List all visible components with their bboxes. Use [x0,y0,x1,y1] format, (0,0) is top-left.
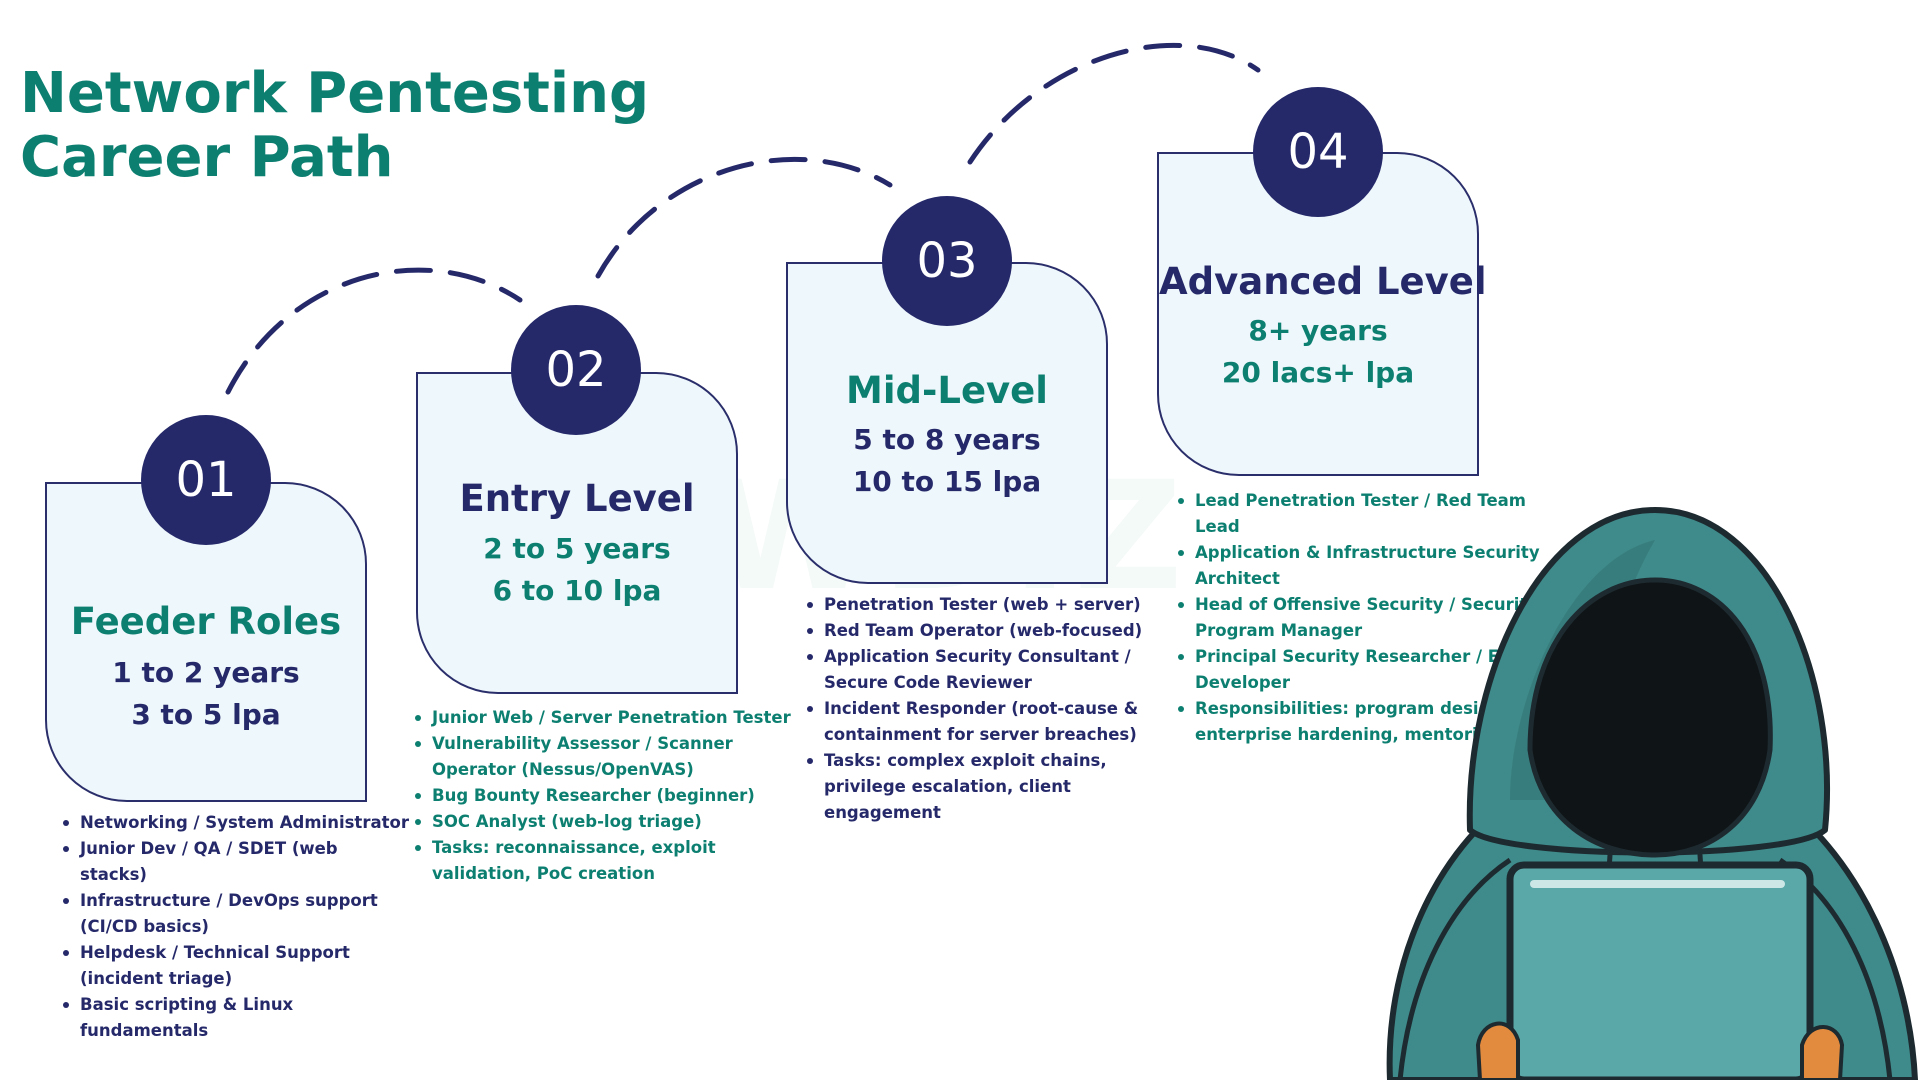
stage-title: Mid-Level [846,369,1048,412]
stage-title: Advanced Level [1159,260,1487,303]
stage-roles-01: Networking / System Administrator Junior… [60,810,410,1044]
role-item: Bug Bounty Researcher (beginner) [415,783,792,809]
stage-salary: 3 to 5 lpa [131,698,281,731]
stage-details: 1 to 2 years 3 to 5 lpa [47,652,365,736]
stage-details: 2 to 5 years 6 to 10 lpa [418,528,736,612]
hand-right [1800,1025,1845,1080]
stage-badge-03: 03 [882,196,1012,326]
stage-details: 8+ years 20 lacs+ lpa [1159,310,1477,394]
hooded-hacker-illustration [1386,507,1918,1080]
role-item: Junior Dev / QA / SDET (web stacks) [63,836,410,888]
role-item: Head of Offensive Security / Security Pr… [1178,592,1555,644]
role-item: Tasks: complex exploit chains, privilege… [807,748,1154,826]
title-line-1: Network Pentesting [20,61,650,126]
role-item: Incident Responder (root-cause & contain… [807,696,1154,748]
face-shadow [1527,577,1773,858]
stage-roles-04: Lead Penetration Tester / Red Team Lead … [1175,488,1555,748]
hand-left [1475,1021,1520,1080]
hoodie-arm-left [1397,857,1512,1080]
page-title: Network Pentesting Career Path [20,62,649,190]
role-item: Tasks: reconnaissance, exploit validatio… [415,835,792,887]
stage-badge-04: 04 [1253,87,1383,217]
laptop-screen [1506,861,1814,1080]
stage-years: 1 to 2 years [112,656,300,689]
stage-salary: 6 to 10 lpa [492,574,662,607]
stage-badge-02: 02 [511,305,641,435]
stage-roles-02: Junior Web / Server Penetration Tester V… [412,705,792,887]
title-line-2: Career Path [20,125,394,190]
role-item: Infrastructure / DevOps support (CI/CD b… [63,888,410,940]
stage-title: Entry Level [459,477,695,520]
role-item: Junior Web / Server Penetration Tester [415,705,792,731]
role-item: Vulnerability Assessor / Scanner Operato… [415,731,792,783]
stage-years: 5 to 8 years [853,423,1041,456]
stage-card-02: Entry Level 2 to 5 years 6 to 10 lpa [416,372,738,694]
role-item: Networking / System Administrator [63,810,410,836]
role-item: Principal Security Researcher / Exploit … [1178,644,1555,696]
role-item: Basic scripting & Linux fundamentals [63,992,410,1044]
stage-salary: 10 to 15 lpa [852,465,1042,498]
stage-badge-01: 01 [141,415,271,545]
stage-details: 5 to 8 years 10 to 15 lpa [788,419,1106,503]
role-item: Lead Penetration Tester / Red Team Lead [1178,488,1555,540]
stage-roles-03: Penetration Tester (web + server) Red Te… [804,592,1154,826]
role-item: Application Security Consultant / Secure… [807,644,1154,696]
laptop-highlight [1530,880,1785,888]
stage-years: 2 to 5 years [483,532,671,565]
connector-03-04 [967,42,1261,165]
role-item: Application & Infrastructure Security Ar… [1178,540,1555,592]
role-item: Red Team Operator (web-focused) [807,618,1154,644]
role-item: SOC Analyst (web-log triage) [415,809,792,835]
role-item: Helpdesk / Technical Support (incident t… [63,940,410,992]
role-item: Responsibilities: program design, enterp… [1178,696,1555,748]
stage-salary: 20 lacs+ lpa [1221,356,1415,389]
stage-title: Feeder Roles [70,600,342,643]
role-item: Penetration Tester (web + server) [807,592,1154,618]
stage-years: 8+ years [1248,314,1388,347]
